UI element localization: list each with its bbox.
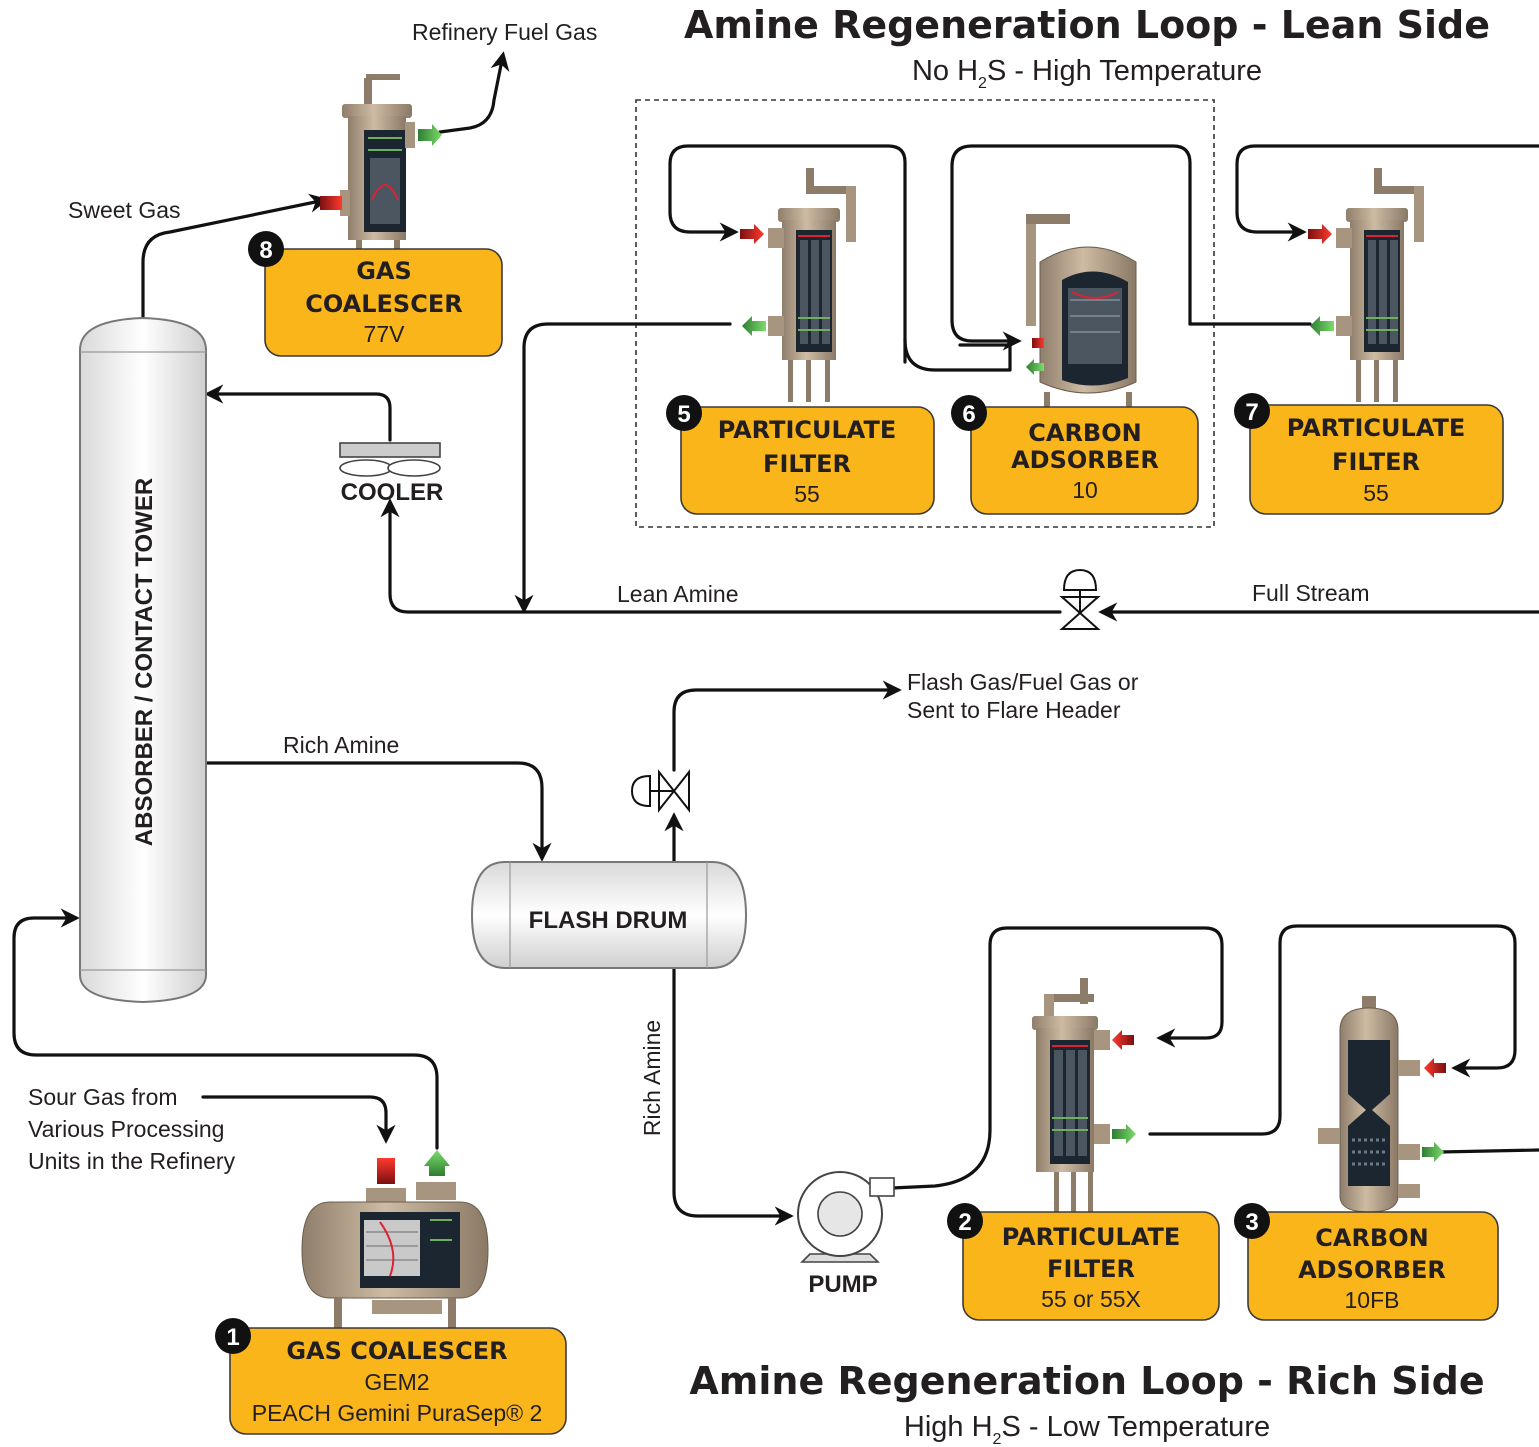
rich-amine-side-label: Rich Amine bbox=[639, 1020, 665, 1136]
flash-gas-line-2 bbox=[674, 690, 898, 770]
box8-name-2: COALESCER bbox=[305, 290, 462, 318]
coalescer1-outlet-line bbox=[14, 918, 437, 1148]
rich-amine-top-line bbox=[206, 763, 542, 858]
sour-gas-label-1: Sour Gas from bbox=[28, 1084, 178, 1110]
sour-gas-label-2: Various Processing bbox=[28, 1116, 224, 1142]
gas-coalescer-gem2-illustration bbox=[302, 1150, 488, 1338]
tower-label: ABSORBER / CONTACT TOWER bbox=[131, 478, 158, 846]
pump-label: PUMP bbox=[808, 1271, 877, 1298]
refinery-fuel-gas-line bbox=[440, 55, 503, 132]
sweet-gas-label: Sweet Gas bbox=[68, 197, 181, 223]
particulate-filter-2-illustration bbox=[1032, 978, 1136, 1212]
box7-name-1: PARTICULATE bbox=[1287, 414, 1466, 442]
box6-model: 10 bbox=[1072, 477, 1098, 503]
inlet-arrow bbox=[320, 196, 342, 210]
rich-amine-side-line bbox=[674, 968, 790, 1216]
product-box-3[interactable]: 3 CARBON ADSORBER 10FB bbox=[1234, 1203, 1498, 1320]
absorber-tower: ABSORBER / CONTACT TOWER bbox=[80, 318, 206, 1002]
product-box-1[interactable]: 1 GAS COALESCER GEM2 PEACH Gemini PuraSe… bbox=[215, 1318, 566, 1434]
product-box-6[interactable]: 6 CARBON ADSORBER 10 bbox=[951, 395, 1198, 514]
box8-model: 77V bbox=[364, 321, 406, 347]
box1-model-2: PEACH Gemini PuraSep® 2 bbox=[252, 1400, 543, 1426]
particulate-filter-7-illustration bbox=[1308, 168, 1424, 402]
rich-amine-top-label: Rich Amine bbox=[283, 732, 399, 758]
filter2-to-carbon3-line bbox=[1150, 926, 1515, 1134]
flash-gas-label-1: Flash Gas/Fuel Gas or bbox=[907, 669, 1139, 695]
product-box-5[interactable]: 5 PARTICULATE FILTER 55 bbox=[666, 395, 934, 514]
outlet-arrow bbox=[418, 124, 442, 146]
cooler-label: COOLER bbox=[341, 479, 444, 506]
svg-text:8: 8 bbox=[259, 237, 272, 264]
box6-name-1: CARBON bbox=[1028, 419, 1141, 447]
control-valve-flash bbox=[632, 772, 689, 810]
sour-gas-label-3: Units in the Refinery bbox=[28, 1148, 236, 1174]
box6-name-2: ADSORBER bbox=[1011, 446, 1159, 474]
box5-model: 55 bbox=[794, 481, 820, 507]
cooler: COOLER bbox=[340, 443, 443, 506]
flash-drum: FLASH DRUM bbox=[472, 862, 746, 968]
box7-model: 55 bbox=[1363, 480, 1389, 506]
product-box-2[interactable]: 2 PARTICULATE FILTER 55 or 55X bbox=[947, 1203, 1219, 1320]
carbon6-inlet-line bbox=[905, 340, 1010, 370]
gas-coalescer-77v-illustration bbox=[320, 74, 442, 258]
box3-name-1: CARBON bbox=[1315, 1224, 1428, 1252]
svg-text:1: 1 bbox=[226, 1324, 239, 1351]
rich-side-subtitle: High H2S - Low Temperature bbox=[904, 1411, 1270, 1447]
box1-model: GEM2 bbox=[364, 1369, 429, 1395]
carbon3-outlet-line bbox=[1440, 1150, 1539, 1152]
carbon-adsorber-6-illustration bbox=[1026, 214, 1136, 408]
svg-text:5: 5 bbox=[677, 401, 690, 428]
svg-text:2: 2 bbox=[958, 1209, 971, 1236]
box2-name-2: FILTER bbox=[1047, 1255, 1135, 1283]
box5-name-1: PARTICULATE bbox=[718, 416, 897, 444]
svg-text:6: 6 bbox=[962, 401, 975, 428]
carbon-adsorber-3-illustration bbox=[1318, 996, 1446, 1212]
box5-name-2: FILTER bbox=[763, 450, 851, 478]
svg-text:7: 7 bbox=[1245, 399, 1258, 426]
box7-name-2: FILTER bbox=[1332, 448, 1420, 476]
product-box-8[interactable]: 8 GAS COALESCER 77V bbox=[248, 231, 502, 356]
box1-name-1: GAS COALESCER bbox=[286, 1337, 507, 1365]
flash-gas-label-2: Sent to Flare Header bbox=[907, 697, 1121, 723]
lean-side-title: Amine Regeneration Loop - Lean Side bbox=[684, 3, 1490, 47]
pump: PUMP bbox=[798, 1172, 894, 1298]
full-stream-label: Full Stream bbox=[1252, 580, 1370, 606]
rich-side-title: Amine Regeneration Loop - Rich Side bbox=[689, 1359, 1484, 1403]
sour-gas-line bbox=[203, 1097, 386, 1140]
box2-name-1: PARTICULATE bbox=[1002, 1223, 1181, 1251]
cooler-to-tower-line bbox=[208, 394, 390, 440]
box2-model: 55 or 55X bbox=[1041, 1286, 1141, 1312]
product-box-7[interactable]: 7 PARTICULATE FILTER 55 bbox=[1234, 393, 1503, 514]
box3-model: 10FB bbox=[1345, 1287, 1400, 1313]
box3-name-2: ADSORBER bbox=[1298, 1256, 1446, 1284]
svg-text:3: 3 bbox=[1245, 1209, 1258, 1236]
particulate-filter-5-illustration bbox=[740, 168, 856, 402]
box8-name-1: GAS bbox=[356, 257, 412, 285]
flash-drum-label: FLASH DRUM bbox=[529, 907, 688, 934]
refinery-fuel-gas-label: Refinery Fuel Gas bbox=[412, 19, 597, 45]
control-valve-lean bbox=[1062, 570, 1098, 629]
lean-side-subtitle: No H2S - High Temperature bbox=[912, 55, 1262, 92]
lean-amine-label: Lean Amine bbox=[617, 581, 738, 607]
